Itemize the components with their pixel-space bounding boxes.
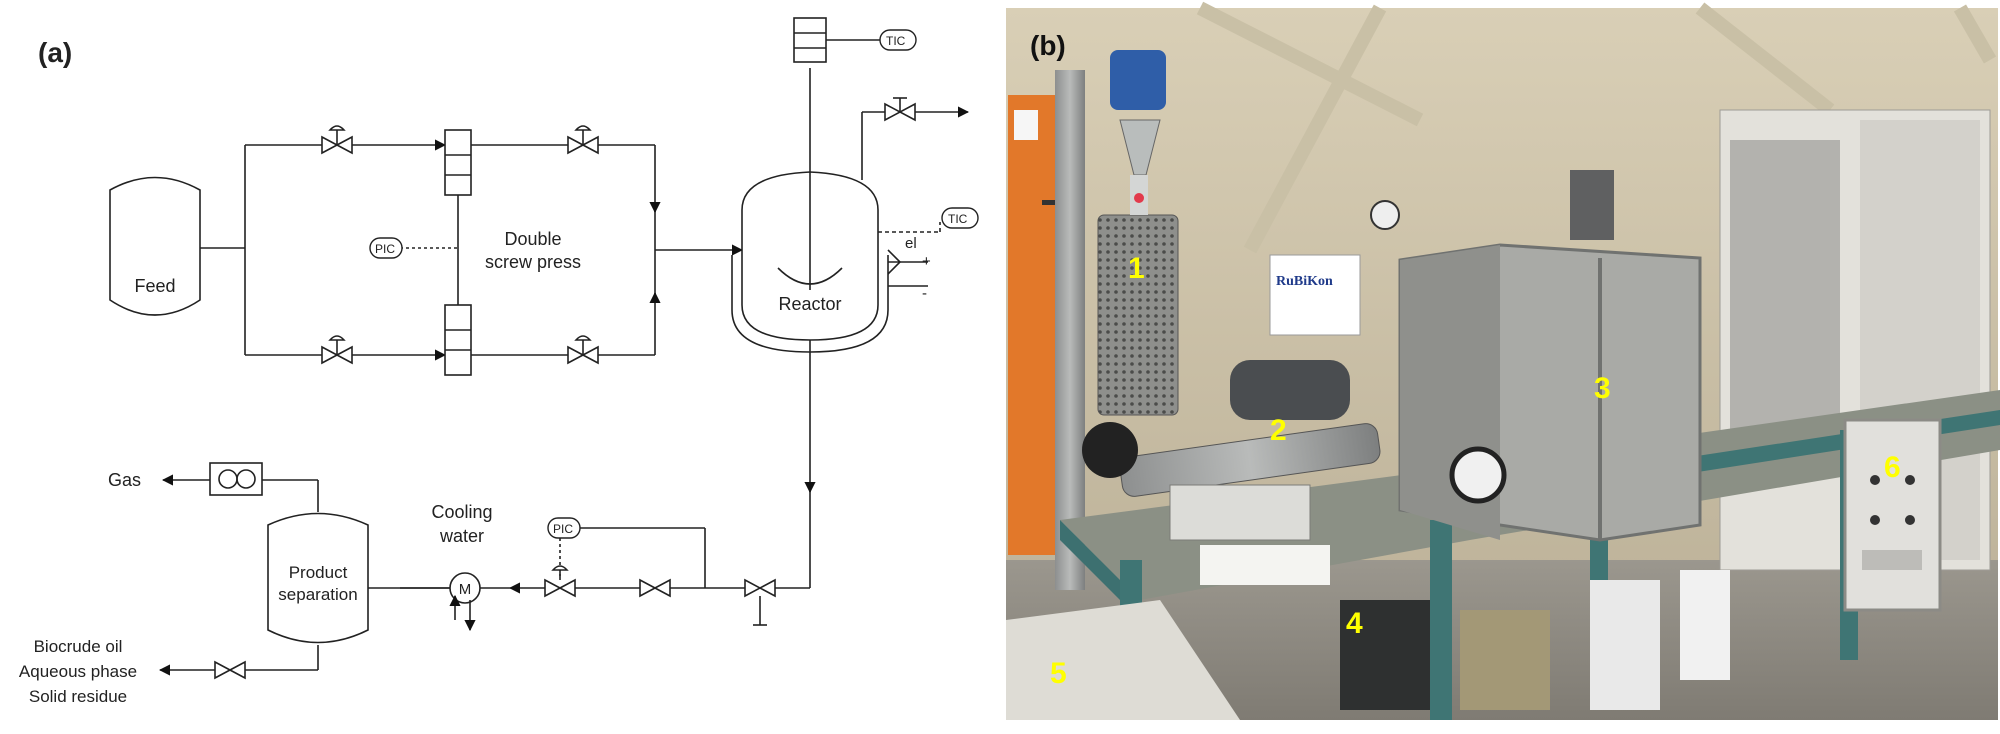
- photo-number-1: 1: [1128, 252, 1145, 285]
- tic-right-label: TIC: [948, 212, 968, 226]
- panel-a-label: (a): [38, 37, 72, 68]
- reactor-label: Reactor: [778, 294, 841, 314]
- valve-reactor-outlet: [744, 578, 776, 626]
- double-screw-press-label-2: screw press: [485, 252, 581, 272]
- panel-b-label: (b): [1030, 30, 1066, 61]
- plus-label: +: [922, 253, 931, 270]
- cooling-water-label-2: water: [439, 526, 484, 546]
- valve-bottom-left: [321, 335, 353, 365]
- valve-liquid-out: [214, 660, 246, 680]
- photo-number-5: 5: [1050, 657, 1067, 690]
- valve-vent: [884, 97, 916, 122]
- el-label: el: [905, 235, 917, 252]
- gas-label: Gas: [108, 470, 141, 490]
- feed-label: Feed: [134, 276, 175, 296]
- tic-top-tag: [879, 29, 917, 51]
- output-solid-residue: Solid residue: [29, 687, 127, 706]
- item-2-screw-press: [1082, 360, 1381, 497]
- rubikon-sign: RuBiKon: [1276, 274, 1333, 289]
- product-separation-label-2: separation: [278, 585, 357, 604]
- tic-right-tag: [941, 207, 979, 229]
- pic-bottom-label: PIC: [553, 522, 573, 536]
- product-separation-label-1: Product: [289, 563, 348, 582]
- pic-bottom-tag: [547, 517, 581, 539]
- output-aqueous-phase: Aqueous phase: [19, 662, 137, 681]
- heat-exchanger-symbol: M: [459, 581, 472, 598]
- stirrer-motor: [793, 17, 827, 63]
- pic-press-label: PIC: [375, 242, 395, 256]
- item-3-reactor-enclosure: [1398, 170, 1702, 542]
- photo-number-2: 2: [1270, 414, 1287, 447]
- item-6-control-cabinet: [1843, 418, 1942, 612]
- gas-meter: [209, 462, 263, 496]
- product-separation-vessel: [267, 512, 369, 644]
- feed-tank: [109, 176, 201, 316]
- item-1-feed-hopper: [1097, 50, 1179, 416]
- process-flow-diagram: (a): [18, 17, 979, 706]
- plant-photo: RuBiKon (b) 1 2 3 4 5: [1000, 0, 2000, 734]
- photo-number-3: 3: [1594, 372, 1611, 405]
- minus-label: -: [922, 285, 927, 302]
- screw-press-top: [444, 129, 472, 196]
- cooling-water-label-1: Cooling: [431, 502, 492, 522]
- valve-bottom-right: [567, 335, 599, 365]
- photo-number-6: 6: [1884, 451, 1901, 484]
- tic-top-label: TIC: [886, 34, 906, 48]
- valve-top-right: [567, 125, 599, 155]
- item-5-bench: [1006, 600, 1240, 720]
- valve-control: [544, 565, 576, 598]
- valve-line-middle: [639, 578, 671, 598]
- output-biocrude-oil: Biocrude oil: [34, 637, 123, 656]
- double-screw-press-label-1: Double: [504, 229, 561, 249]
- valve-top-left: [321, 125, 353, 155]
- pic-press-tag: [369, 237, 403, 259]
- photo-number-4: 4: [1346, 607, 1363, 640]
- screw-press-bottom: [444, 304, 472, 376]
